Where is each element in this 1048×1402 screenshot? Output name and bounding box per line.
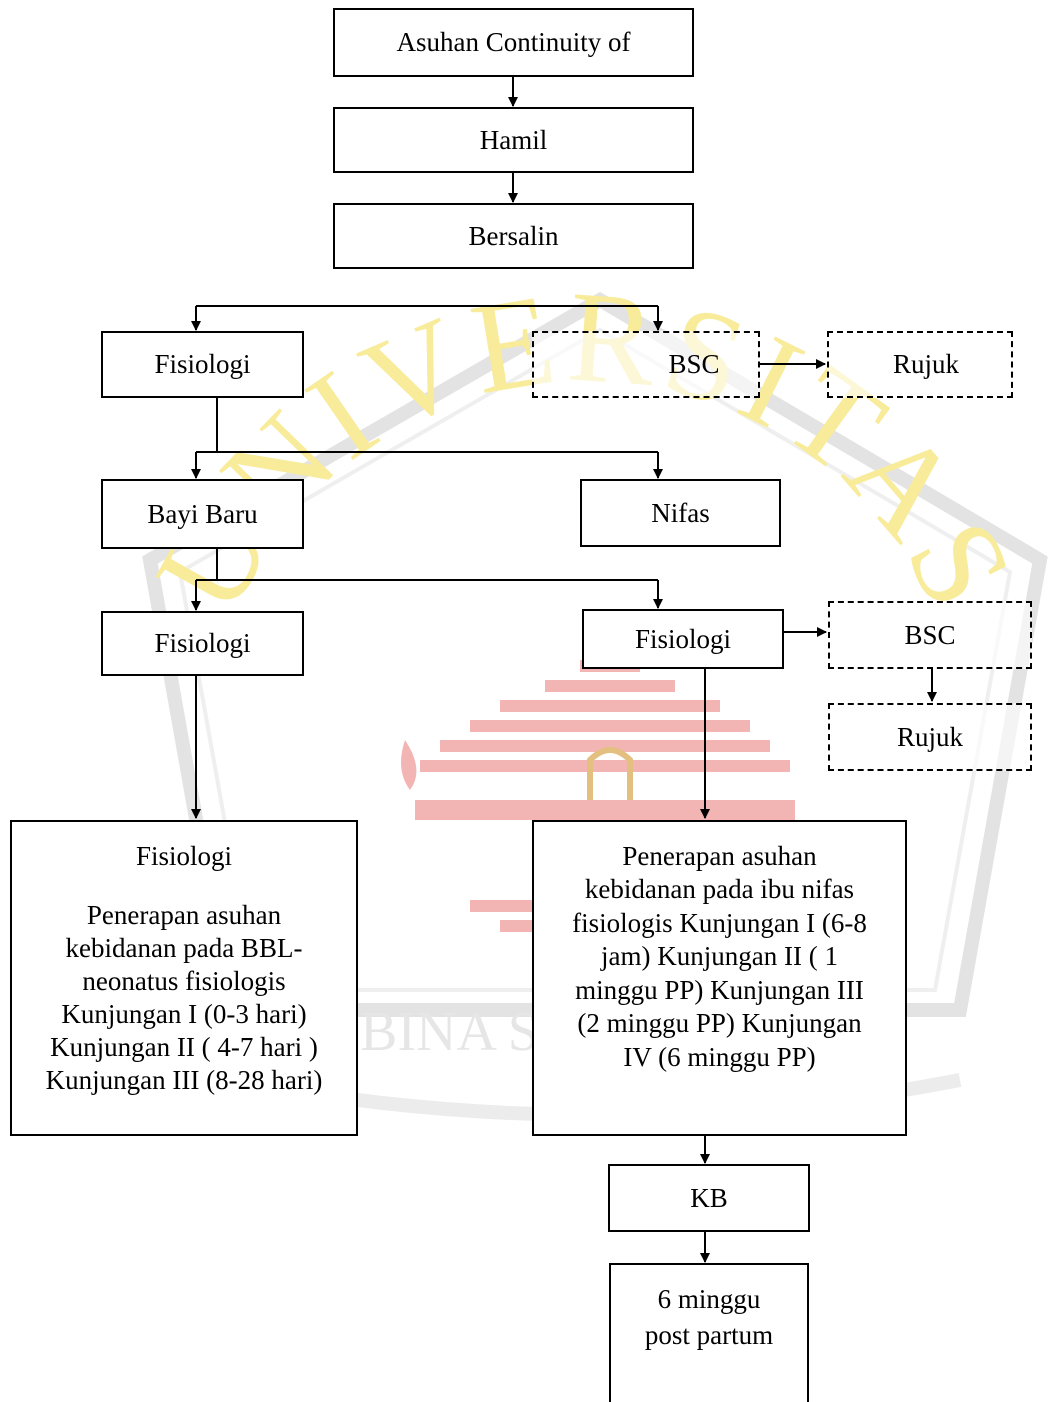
box-fisiologi-persalinan-label: Fisiologi (154, 349, 251, 379)
box-nifas-asuhan-text: Penerapan asuhan kebidanan pada ibu nifa… (572, 841, 867, 1072)
box-fisiologi-nifas-label: Fisiologi (634, 623, 732, 654)
box-bayi-baru: Bayi Baru (101, 479, 304, 549)
box-asuhan-continuity-label: Asuhan Continuity of (396, 27, 631, 57)
box-asuhan-continuity: Asuhan Continuity of (333, 8, 694, 77)
box-fisiologi-persalinan: Fisiologi (101, 331, 304, 398)
box-bbl-neonatus-title: Fisiologi (135, 841, 233, 871)
box-bsc-persalinan-label: BSC (668, 349, 720, 379)
box-fisiologi-nifas: Fisiologi (582, 609, 784, 669)
box-hamil: Hamil (333, 107, 694, 173)
box-post-partum: 6 minggu post partum (609, 1263, 809, 1402)
box-fisiologi-bayi: Fisiologi (101, 611, 304, 676)
box-bbl-neonatus-text: Penerapan asuhan kebidanan pada BBL- neo… (45, 899, 323, 1095)
watermark-bottom-text: BINA S (360, 1001, 539, 1063)
box-rujuk-persalinan-label: Rujuk (892, 349, 959, 379)
box-bersalin: Bersalin (333, 203, 694, 269)
box-rujuk-nifas-label: Rujuk (896, 721, 963, 752)
watermark-arch (587, 747, 633, 800)
box-post-partum-label: 6 minggu post partum (644, 1284, 774, 1351)
box-hamil-label: Hamil (479, 124, 548, 155)
box-bbl-neonatus: Fisiologi Penerapan asuhan kebidanan pad… (10, 820, 358, 1136)
box-bsc-persalinan: BSC (532, 331, 760, 398)
box-kb-label: KB (690, 1182, 728, 1213)
box-rujuk-nifas: Rujuk (828, 703, 1032, 771)
box-bayi-baru-label: Bayi Baru (147, 498, 258, 529)
box-nifas-label: Nifas (651, 497, 710, 528)
box-rujuk-persalinan: Rujuk (827, 331, 1013, 398)
box-bsc-nifas-label: BSC (904, 619, 956, 650)
box-fisiologi-bayi-label: Fisiologi (154, 628, 251, 658)
box-nifas: Nifas (580, 479, 781, 547)
box-bersalin-label: Bersalin (468, 220, 559, 251)
box-nifas-asuhan: Penerapan asuhan kebidanan pada ibu nifa… (532, 820, 907, 1136)
box-bsc-nifas: BSC (828, 601, 1032, 669)
box-kb: KB (608, 1164, 810, 1232)
